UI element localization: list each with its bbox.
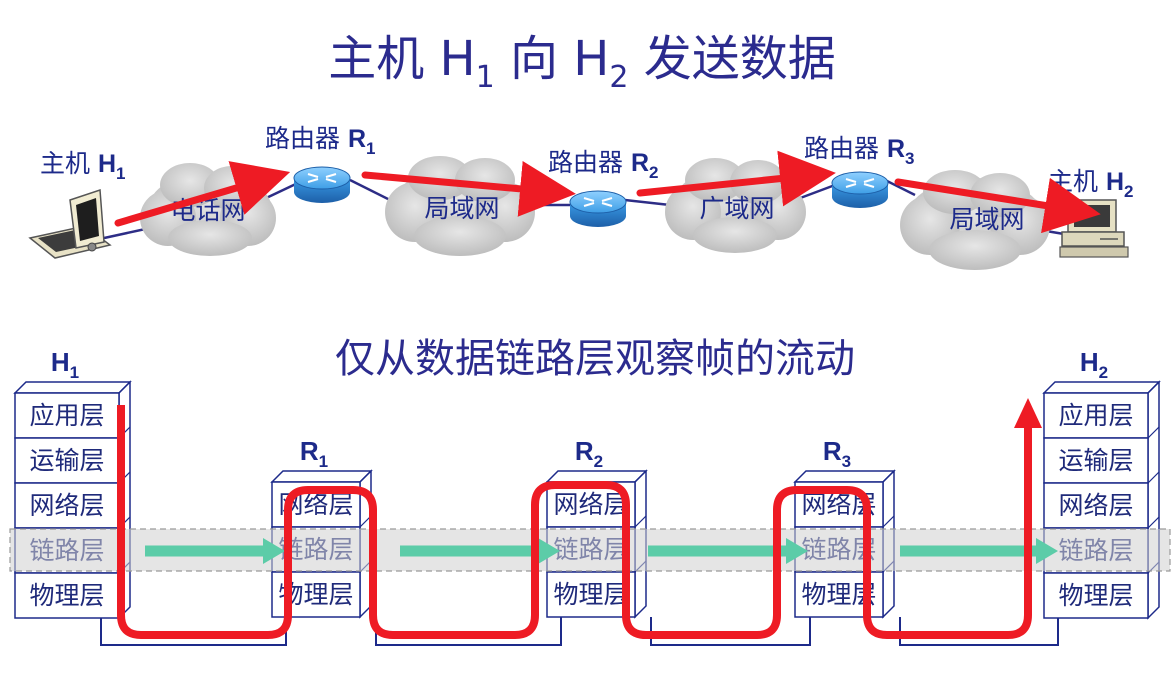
protocol-stack: 网络层链路层物理层R2 [545, 436, 648, 619]
path-arrow-r1-r2 [361, 160, 576, 217]
link-arrow [145, 538, 285, 564]
data-path-arrows [114, 150, 1101, 234]
frame-flow-path [117, 405, 1032, 639]
cloud-telephone: 电话网 [140, 163, 276, 256]
layer-label: 网络层 [1058, 491, 1133, 520]
path-arrow-r3-h2 [894, 177, 1101, 234]
protocol-stack: 应用层运输层网络层链路层物理层H1 [13, 347, 132, 620]
cloud-lan-2: 局域网 [900, 170, 1050, 270]
stack-name-label: H1 [51, 347, 79, 382]
link-layer-arrows [145, 538, 1058, 564]
protocol-stack: 应用层运输层网络层链路层物理层H2 [1042, 347, 1161, 620]
layer-box: 应用层 [14, 381, 131, 439]
cloud-label-wan: 广域网 [699, 194, 774, 223]
layer-label: 网络层 [553, 490, 628, 519]
router-r3-label: 路由器 R3 [804, 134, 914, 168]
layer-label: 运输层 [29, 446, 104, 475]
routers [293, 166, 889, 227]
page-title: 主机 H1 向 H2 发送数据 [328, 31, 835, 95]
router-r2-label: 路由器 R2 [548, 148, 658, 182]
layer-label: 应用层 [1058, 401, 1133, 430]
layer-label: 物理层 [1058, 581, 1133, 610]
cloud-lan-1: 局域网 [385, 156, 535, 256]
host-h2-label: 主机 H2 [1048, 167, 1133, 201]
cloud-wan: 广域网 [665, 158, 806, 253]
cloud-label-lan-2: 局域网 [949, 205, 1024, 234]
path-arrow-r2-r3 [636, 150, 836, 207]
title-prefix: 主机 H [328, 31, 475, 87]
frame-flow-arrowhead [1014, 398, 1042, 428]
layer-label: 网络层 [29, 491, 104, 520]
layer-box: 运输层 [1043, 426, 1160, 484]
link-arrow [900, 538, 1058, 564]
layer-box: 网络层 [14, 471, 131, 529]
router-icon [569, 190, 627, 227]
router-icon [293, 166, 351, 203]
host-h1-label: 主机 H1 [40, 149, 125, 183]
stack-name-label: R1 [300, 436, 328, 471]
network-topology: 电话网 局域网 广域网 [28, 124, 1133, 270]
title-middle: 向 H [495, 31, 610, 87]
title-h1-subscript: 1 [476, 60, 495, 95]
cloud-label-lan-1: 局域网 [424, 194, 499, 223]
layer-box: 物理层 [1043, 561, 1160, 619]
link-arrow [648, 538, 808, 564]
layer-box: 网络层 [1043, 471, 1160, 529]
cloud-label-telephone: 电话网 [170, 196, 245, 225]
router-icon [831, 171, 889, 208]
title-h2-subscript: 2 [609, 60, 628, 95]
layer-box: 物理层 [546, 560, 647, 618]
stack-name-label: R3 [823, 436, 851, 471]
layer-label: 运输层 [1058, 446, 1133, 475]
layer-box: 网络层 [546, 470, 647, 528]
title-suffix: 发送数据 [628, 31, 835, 87]
layer-label: 物理层 [29, 581, 104, 610]
layer-box: 应用层 [1043, 381, 1160, 439]
stack-name-label: R2 [575, 436, 603, 471]
router-r1-label: 路由器 R1 [265, 124, 375, 158]
layer-label: 物理层 [553, 580, 628, 609]
path-arrow-h1-r1 [114, 161, 291, 227]
stack-name-label: H2 [1080, 347, 1108, 382]
layer-label: 应用层 [29, 401, 104, 430]
protocol-stack: 网络层链路层物理层R3 [793, 436, 896, 619]
subtitle: 仅从数据链路层观察帧的流动 [335, 336, 855, 382]
laptop-icon [28, 188, 112, 259]
link-arrow [400, 538, 560, 564]
